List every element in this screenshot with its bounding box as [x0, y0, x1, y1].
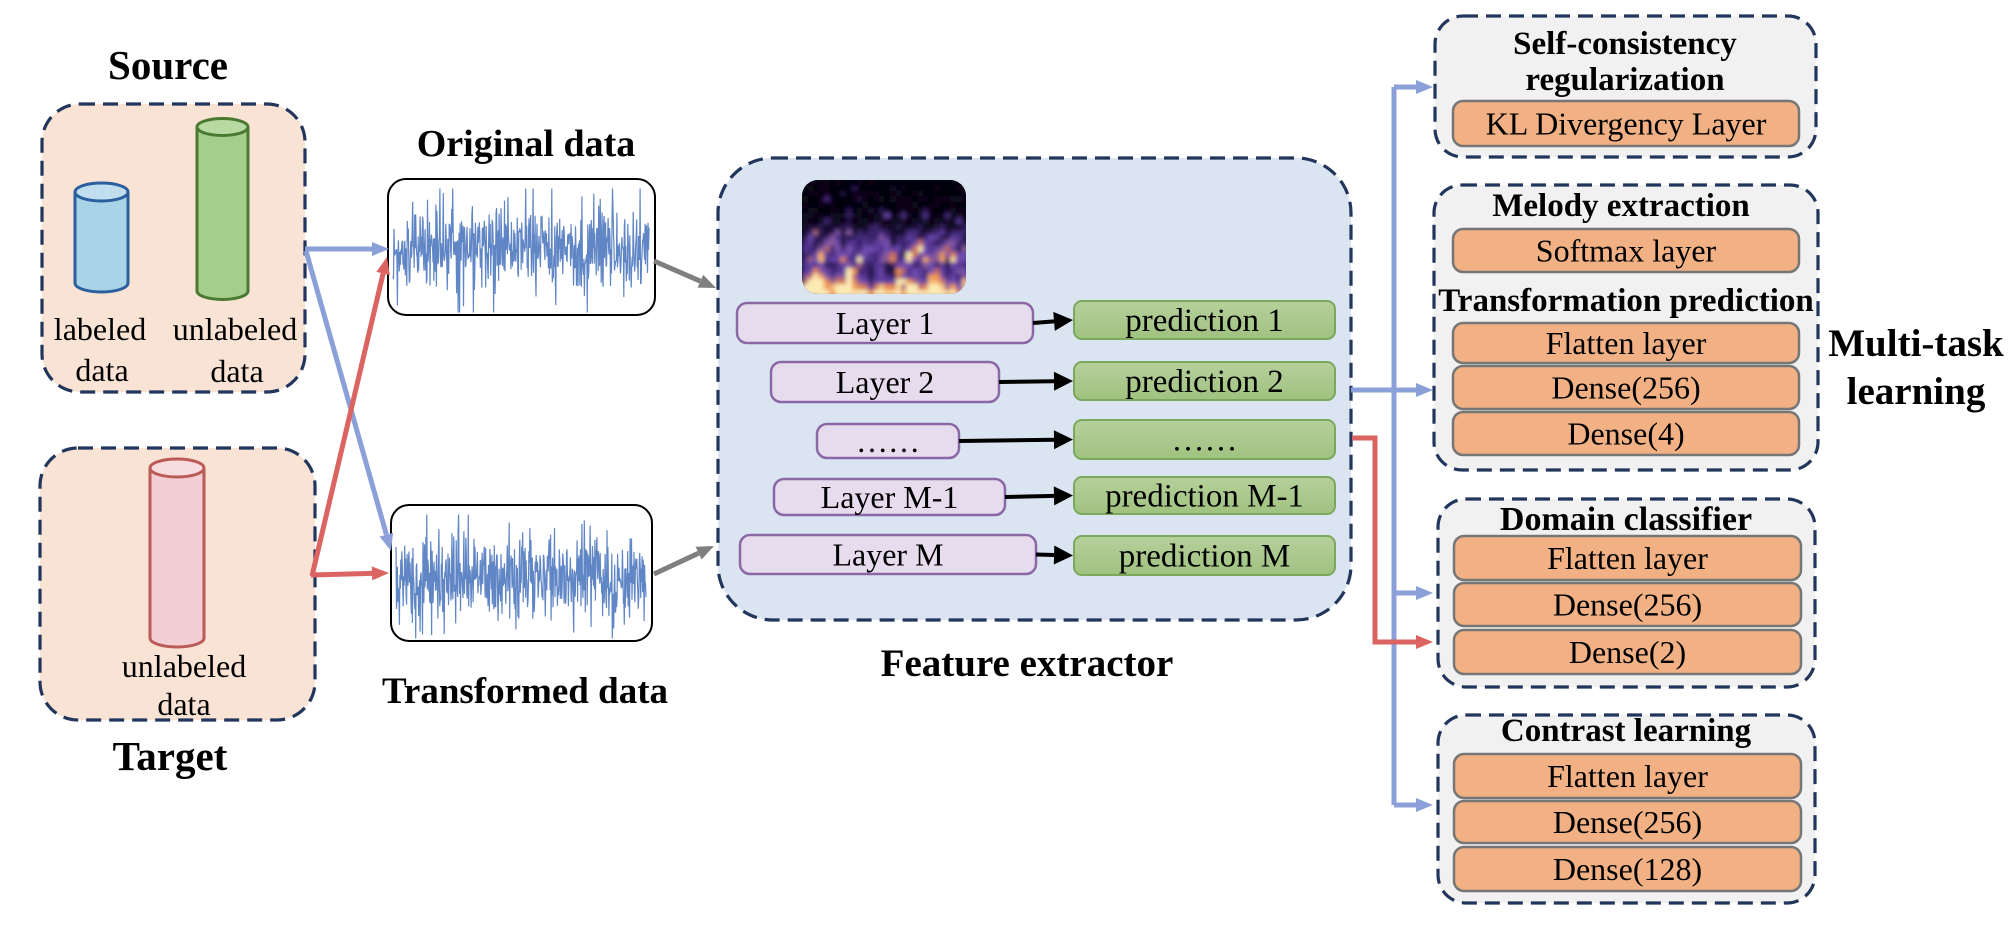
svg-text:regularization: regularization [1525, 62, 1724, 98]
svg-text:Softmax layer: Softmax layer [1536, 233, 1717, 269]
svg-text:prediction 2: prediction 2 [1125, 364, 1284, 400]
svg-text:Target: Target [113, 733, 228, 779]
svg-text:unlabeled: unlabeled [173, 311, 297, 347]
svg-text:Self-consistency: Self-consistency [1513, 26, 1737, 62]
svg-text:Dense(256): Dense(256) [1551, 370, 1700, 406]
svg-text:……: …… [1172, 423, 1238, 459]
svg-text:Dense(256): Dense(256) [1553, 804, 1702, 840]
svg-text:Layer 2: Layer 2 [836, 364, 935, 400]
svg-text:Multi-task: Multi-task [1828, 322, 2004, 365]
svg-text:……: …… [856, 423, 920, 459]
svg-text:Original data: Original data [417, 123, 636, 165]
svg-text:Contrast learning: Contrast learning [1501, 713, 1752, 749]
svg-text:Layer M-1: Layer M-1 [821, 479, 959, 515]
svg-text:Dense(4): Dense(4) [1567, 416, 1684, 452]
svg-text:Dense(128): Dense(128) [1553, 851, 1702, 887]
svg-text:Dense(256): Dense(256) [1553, 587, 1702, 623]
svg-text:unlabeled: unlabeled [122, 648, 246, 684]
svg-text:data: data [210, 353, 263, 389]
svg-text:data: data [75, 352, 128, 388]
svg-text:Layer M: Layer M [832, 537, 943, 573]
svg-text:prediction 1: prediction 1 [1125, 303, 1284, 339]
svg-text:data: data [157, 686, 210, 722]
svg-text:KL Divergency Layer: KL Divergency Layer [1486, 106, 1767, 142]
svg-text:Layer 1: Layer 1 [836, 305, 935, 341]
svg-text:labeled: labeled [54, 311, 146, 347]
svg-text:Dense(2): Dense(2) [1569, 634, 1686, 670]
svg-text:Feature extractor: Feature extractor [881, 642, 1174, 685]
svg-text:learning: learning [1847, 370, 1986, 413]
svg-text:Flatten layer: Flatten layer [1547, 758, 1708, 794]
svg-text:Transformation prediction: Transformation prediction [1438, 283, 1814, 319]
svg-text:Melody extraction: Melody extraction [1492, 188, 1750, 224]
svg-text:prediction M: prediction M [1119, 539, 1290, 575]
svg-text:Transformed data: Transformed data [382, 671, 668, 712]
svg-text:Flatten layer: Flatten layer [1547, 540, 1708, 576]
svg-text:Flatten layer: Flatten layer [1546, 325, 1707, 361]
svg-text:Domain classifier: Domain classifier [1500, 501, 1752, 538]
svg-text:prediction M-1: prediction M-1 [1105, 479, 1304, 515]
svg-text:Source: Source [108, 42, 228, 88]
